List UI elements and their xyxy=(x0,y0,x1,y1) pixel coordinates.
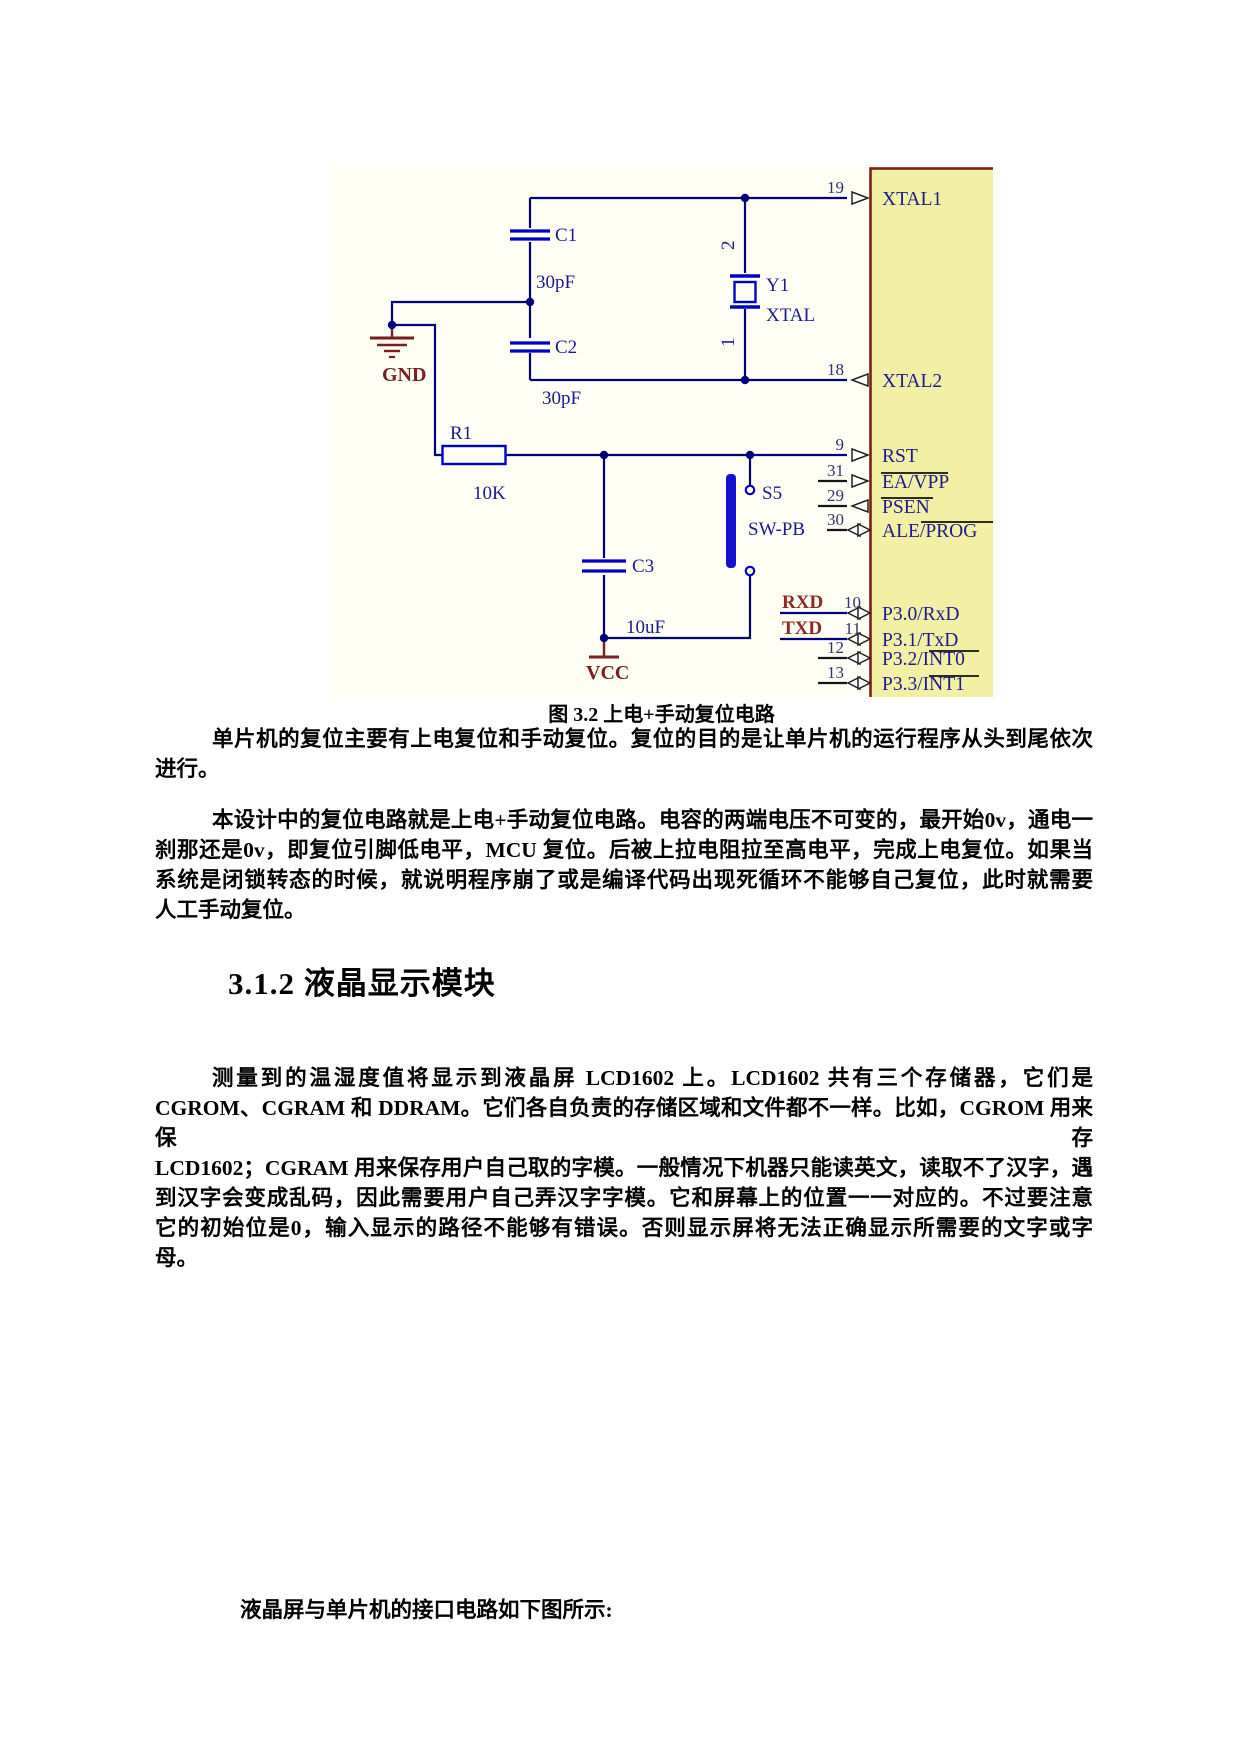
pin-name-rst: RST xyxy=(882,446,918,467)
mcu-block xyxy=(869,167,1000,704)
capacitor-c2 xyxy=(510,341,550,353)
closing-line: 液晶屏与单片机的接口电路如下图所示: xyxy=(240,1598,613,1622)
capacitor-c3 xyxy=(582,559,626,573)
circuit-wires xyxy=(390,196,847,641)
text-line: 系统是闭锁转态的时候，就说明程序崩了或是编译代码出现死循环不能够自己复位，此时就… xyxy=(155,868,1093,892)
c1-value-label: 30pF xyxy=(536,272,575,293)
text-line: 测量到的温湿度值将显示到液晶屏 LCD1602 上。LCD1602 共有三个存储… xyxy=(212,1066,1093,1090)
y1-pin1-label: 1 xyxy=(718,338,739,348)
text-line: 到汉字会变成乱码，因此需要用户自己弄汉字字模。它和屏幕上的位置一一对应的。不过要… xyxy=(155,1186,1093,1210)
pin-number-31: 31 xyxy=(827,461,844,480)
pin-number-10: 10 xyxy=(844,593,861,612)
c1-label: C1 xyxy=(555,225,577,246)
text-line: 本设计中的复位电路就是上电+手动复位电路。电容的两端电压不可变的，最开始0v，通… xyxy=(212,808,1093,832)
pin-name-psen: PSEN xyxy=(882,497,930,518)
active-low-overlines xyxy=(881,472,997,677)
capacitor-c1 xyxy=(510,229,550,241)
pin-name-xtal1: XTAL1 xyxy=(882,189,942,210)
y1-label: Y1 xyxy=(766,275,789,296)
resistor-r1 xyxy=(441,444,507,466)
pin-number-29: 29 xyxy=(827,486,844,505)
s5-label: S5 xyxy=(762,483,782,504)
pin-name-ea-vpp: EA/VPP xyxy=(882,472,949,493)
pin-number-13: 13 xyxy=(827,663,844,682)
text-line: 母。 xyxy=(155,1246,199,1270)
pin-number-30: 30 xyxy=(827,510,844,529)
pin-number-9: 9 xyxy=(836,435,845,454)
c2-label: C2 xyxy=(555,337,577,358)
pin-stubs xyxy=(818,479,847,685)
paragraph-reset-circuit-detail: 本设计中的复位电路就是上电+手动复位电路。电容的两端电压不可变的，最开始0v，通… xyxy=(155,805,1093,925)
crystal-y1 xyxy=(730,274,760,309)
s5-type-label: SW-PB xyxy=(748,519,805,540)
c3-value-label: 10uF xyxy=(626,617,665,638)
pin-name-p30-rxd: P3.0/RxD xyxy=(882,604,959,625)
y1-type-label: XTAL xyxy=(766,305,815,326)
figure-caption: 图 3.2 上电+手动复位电路 xyxy=(548,704,775,726)
vcc-label: VCC xyxy=(586,662,629,684)
pin-arrows xyxy=(846,190,872,691)
txd-net-label: TXD xyxy=(782,618,822,639)
text-line: 人工手动复位。 xyxy=(155,898,306,922)
pin-name-ale-prog: ALE/PROG xyxy=(882,521,977,542)
vcc-symbol xyxy=(589,640,619,659)
text-line: LCD1602；CGRAM 用来保存用户自己取的字模。一般情况下机器只能读英文，… xyxy=(155,1156,1093,1180)
r1-label: R1 xyxy=(450,423,472,444)
pin-name-xtal2: XTAL2 xyxy=(882,371,942,392)
paragraph-reset-purpose: 单片机的复位主要有上电复位和手动复位。复位的目的是让单片机的运行程序从头到尾依次… xyxy=(155,724,1093,784)
gnd-symbol xyxy=(370,325,414,359)
text-line: 进行。 xyxy=(155,757,220,781)
text-line: 它的初始位是0，输入显示的路径不能够有错误。否则显示屏将无法正确显示所需要的文字… xyxy=(155,1216,1093,1240)
section-heading-3-1-2: 3.1.2 液晶显示模块 xyxy=(228,966,496,1001)
reset-circuit-schematic: C1 30pF C2 30pF Y1 XTAL 2 1 GND R1 10K C… xyxy=(370,167,1000,704)
rxd-net-label: RXD xyxy=(782,592,823,613)
junction-dots xyxy=(387,193,755,643)
r1-value-label: 10K xyxy=(473,483,506,504)
text-line: CGROM、CGRAM 和 DDRAM。它们各自负责的存储区域和文件都不一样。比… xyxy=(155,1096,1093,1150)
text-line: 刹那还是0v，即复位引脚低电平，MCU 复位。后被上拉电阻拉至高电平，完成上电复… xyxy=(155,838,1093,862)
paragraph-lcd1602: 测量到的温湿度值将显示到液晶屏 LCD1602 上。LCD1602 共有三个存储… xyxy=(155,1063,1093,1273)
switch-s5 xyxy=(726,474,756,577)
text-line: 单片机的复位主要有上电复位和手动复位。复位的目的是让单片机的运行程序从头到尾依次 xyxy=(212,727,1093,751)
gnd-label: GND xyxy=(382,364,426,386)
pin-number-19: 19 xyxy=(827,178,844,197)
pin-name-p33-int1: P3.3/INT1 xyxy=(882,674,965,695)
c2-value-label: 30pF xyxy=(542,388,581,409)
pin-number-18: 18 xyxy=(827,360,844,379)
c3-label: C3 xyxy=(632,556,654,577)
pin-name-p31-txd: P3.1/TxD xyxy=(882,630,958,651)
reset-circuit-figure: C1 30pF C2 30pF Y1 XTAL 2 1 GND R1 10K C… xyxy=(330,167,1000,704)
pin-number-12: 12 xyxy=(827,638,844,657)
pin-number-11: 11 xyxy=(845,619,861,638)
y1-pin2-label: 2 xyxy=(718,241,739,251)
pin-name-p32-int0: P3.2/INT0 xyxy=(882,649,965,670)
